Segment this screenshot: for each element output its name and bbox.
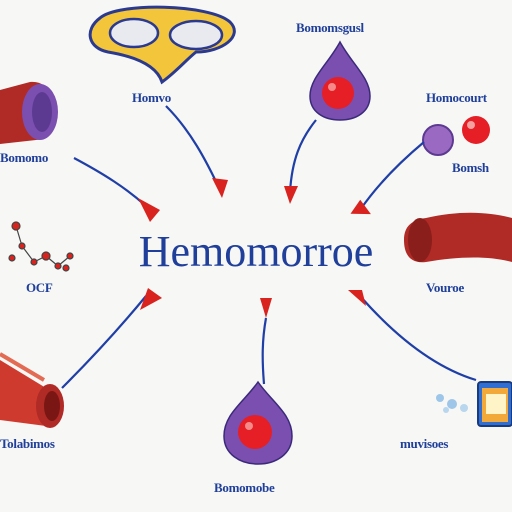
arrow-heads — [138, 178, 371, 318]
label-right-bottom: muvisoes — [400, 436, 449, 451]
label-top-right: Bomomsgusl — [296, 20, 364, 35]
label-right-upper: Homocourt — [426, 90, 487, 105]
vessel-segment-upper — [0, 81, 58, 144]
arrow-line — [288, 119, 317, 193]
platelet-illustration — [88, 5, 236, 85]
label-left-bottom: Tolabimos — [0, 436, 55, 451]
label-right-small: Bomsh — [452, 160, 489, 175]
arrow-line — [73, 157, 147, 207]
label-top-mid: Homvo — [132, 90, 171, 105]
droplet-cell-top — [309, 40, 371, 121]
label-right-mid: Vouroe — [426, 280, 464, 295]
label-bottom: Bomomobe — [214, 480, 275, 495]
arrow-line — [359, 141, 425, 211]
vessel-segment-right — [404, 212, 512, 263]
label-left-upper: Bomomo — [0, 150, 49, 165]
molecule-illustration — [8, 221, 74, 272]
cells-pair — [422, 116, 490, 156]
droplet-cell-bottom — [223, 380, 293, 465]
arrow-line — [359, 295, 477, 382]
container-illustration — [436, 381, 512, 427]
arrow-line — [261, 317, 268, 385]
center-title: Hemomorroe — [138, 227, 374, 276]
arrow-line — [165, 105, 221, 191]
label-left-mid: OCF — [26, 280, 53, 295]
vessel-tube-lower — [0, 352, 64, 428]
arrow-line — [61, 295, 147, 389]
